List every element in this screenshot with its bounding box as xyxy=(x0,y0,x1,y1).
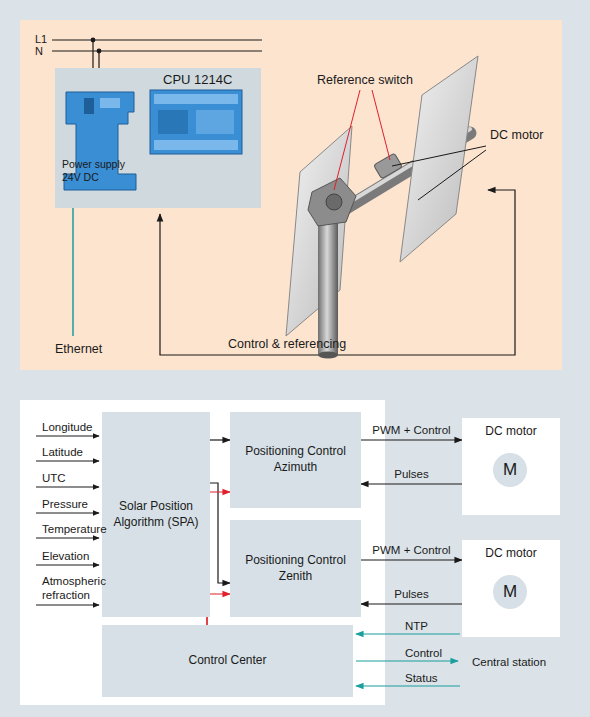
cpu-module xyxy=(150,90,242,154)
leader-lines xyxy=(334,90,486,200)
node-text: Solar Position Algorithm (SPA) xyxy=(102,499,210,530)
connector xyxy=(361,439,462,440)
block-panel xyxy=(20,400,385,705)
motor-circle-shape xyxy=(493,453,527,487)
text-label: Status xyxy=(405,672,438,686)
text-label: Control & referencing xyxy=(228,337,346,352)
text-label: Power supply 24V DC xyxy=(62,158,142,183)
signal-label: PWM + Control xyxy=(372,424,450,438)
algorithm-block: Solar Position Algorithm (SPA) xyxy=(102,412,210,617)
motor-box: DC motorM xyxy=(462,540,560,637)
controller-enclosure xyxy=(55,68,261,208)
solar-tracker xyxy=(286,56,478,359)
motor-box: DC motorM xyxy=(462,418,560,515)
node-text: M xyxy=(499,581,521,603)
text-label: Atmospheric refraction xyxy=(42,575,104,603)
motor-symbol: M xyxy=(492,574,528,610)
text-label: Central station xyxy=(472,656,546,670)
node-text: Positioning Control Zenith xyxy=(230,553,361,584)
text-label: L1 xyxy=(35,33,47,46)
text-label: UTC xyxy=(42,472,66,486)
text-label: DC motor xyxy=(490,128,543,143)
text-label: Pressure xyxy=(42,498,88,512)
mains-lines xyxy=(52,38,262,68)
central-station-arrows xyxy=(356,634,460,686)
node-text: DC motor xyxy=(481,546,540,562)
connector xyxy=(361,603,462,604)
process-box: Control Center xyxy=(102,625,353,697)
motor-circle-shape xyxy=(493,575,527,609)
connector xyxy=(207,492,230,625)
signal-label: Pulses xyxy=(394,468,429,482)
connector xyxy=(210,439,230,440)
text-label: Ethernet xyxy=(55,342,102,357)
signal-label: PWM + Control xyxy=(372,544,450,558)
text-label: Latitude xyxy=(42,446,83,460)
top-panel xyxy=(20,20,562,370)
text-label: Reference switch xyxy=(317,73,413,88)
text-label: NTP xyxy=(405,620,428,634)
text-label: Control xyxy=(405,647,442,661)
connector xyxy=(361,559,462,560)
text-label: CPU 1214C xyxy=(163,72,232,88)
connector xyxy=(210,483,230,583)
connector xyxy=(207,594,230,625)
signal-label: Pulses xyxy=(394,588,429,602)
text-label: Temperature xyxy=(42,523,107,537)
node-text: Positioning Control Azimuth xyxy=(230,444,361,475)
motor-symbol: M xyxy=(492,452,528,488)
text-label: N xyxy=(35,45,43,58)
ethernet-cable xyxy=(72,208,74,336)
process-box: Positioning Control Zenith xyxy=(230,520,361,617)
text-label: Longitude xyxy=(42,421,93,435)
connector xyxy=(361,483,462,484)
node-text: M xyxy=(499,459,521,481)
node-text: Control Center xyxy=(184,653,270,669)
node-text: DC motor xyxy=(481,424,540,440)
process-box: Positioning Control Azimuth xyxy=(230,412,361,508)
text-label: Elevation xyxy=(42,550,89,564)
